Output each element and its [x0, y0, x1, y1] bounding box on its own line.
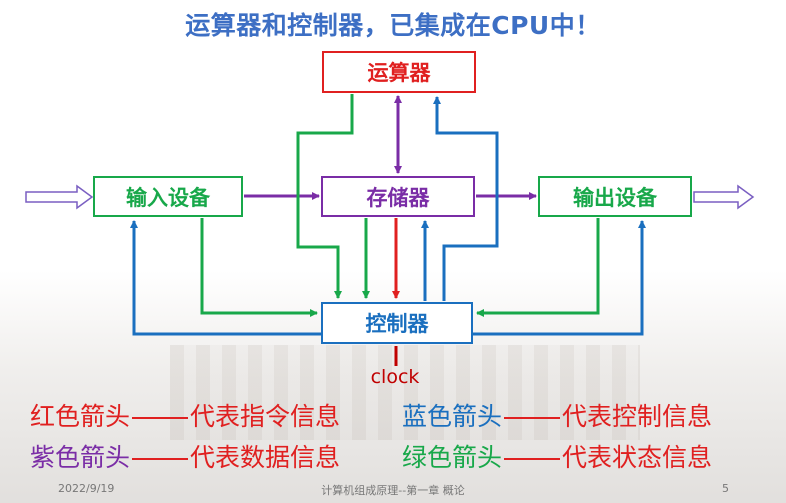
legend-purple-arrow: 紫色箭头	[30, 443, 131, 472]
legend-blue-dash	[504, 417, 561, 419]
legend-blue: 蓝色箭头 代表控制信息	[402, 397, 712, 433]
clock-label: clock	[370, 366, 420, 388]
footer-course: 计算机组成原理--第一章 概论	[321, 484, 465, 497]
input-device-box: 输入设备	[93, 176, 243, 217]
legend-green: 绿色箭头 代表状态信息	[402, 438, 712, 474]
legend-green-dash	[504, 458, 561, 460]
legend-red-dash	[132, 417, 189, 419]
legend-red-arrow: 红色箭头	[30, 402, 131, 431]
legend-red-meaning: 代表指令信息	[190, 402, 341, 431]
legend-green-arrow: 绿色箭头	[402, 443, 503, 472]
footer-page-number: 5	[722, 482, 729, 495]
status-arrow-output-to-controller	[476, 218, 600, 317]
status-arrow-alu-to-controller	[296, 94, 354, 299]
control-arrow-controller-to-input	[130, 220, 321, 336]
legend-blue-meaning: 代表控制信息	[562, 402, 713, 431]
legend-purple-meaning: 代表数据信息	[190, 443, 341, 472]
memory-box: 存储器	[321, 176, 475, 217]
control-arrow-controller-to-output	[473, 220, 646, 336]
external-output-arrow	[693, 184, 755, 210]
alu-box: 运算器	[322, 51, 476, 93]
external-input-arrow	[25, 184, 94, 210]
legend-blue-arrow: 蓝色箭头	[402, 402, 503, 431]
background-building	[170, 345, 640, 440]
control-arrow-controller-to-alu	[433, 96, 499, 301]
legend-purple: 紫色箭头 代表数据信息	[30, 438, 340, 474]
legend-green-meaning: 代表状态信息	[562, 443, 713, 472]
legend-purple-dash	[132, 458, 189, 460]
output-device-box: 输出设备	[538, 176, 692, 217]
status-arrow-input-to-controller	[200, 218, 318, 317]
controller-box: 控制器	[321, 302, 473, 344]
slide-title: 运算器和控制器，已集成在CPU中！	[185, 11, 601, 40]
legend-red: 红色箭头 代表指令信息	[30, 397, 340, 433]
footer-date: 2022/9/19	[58, 482, 115, 495]
